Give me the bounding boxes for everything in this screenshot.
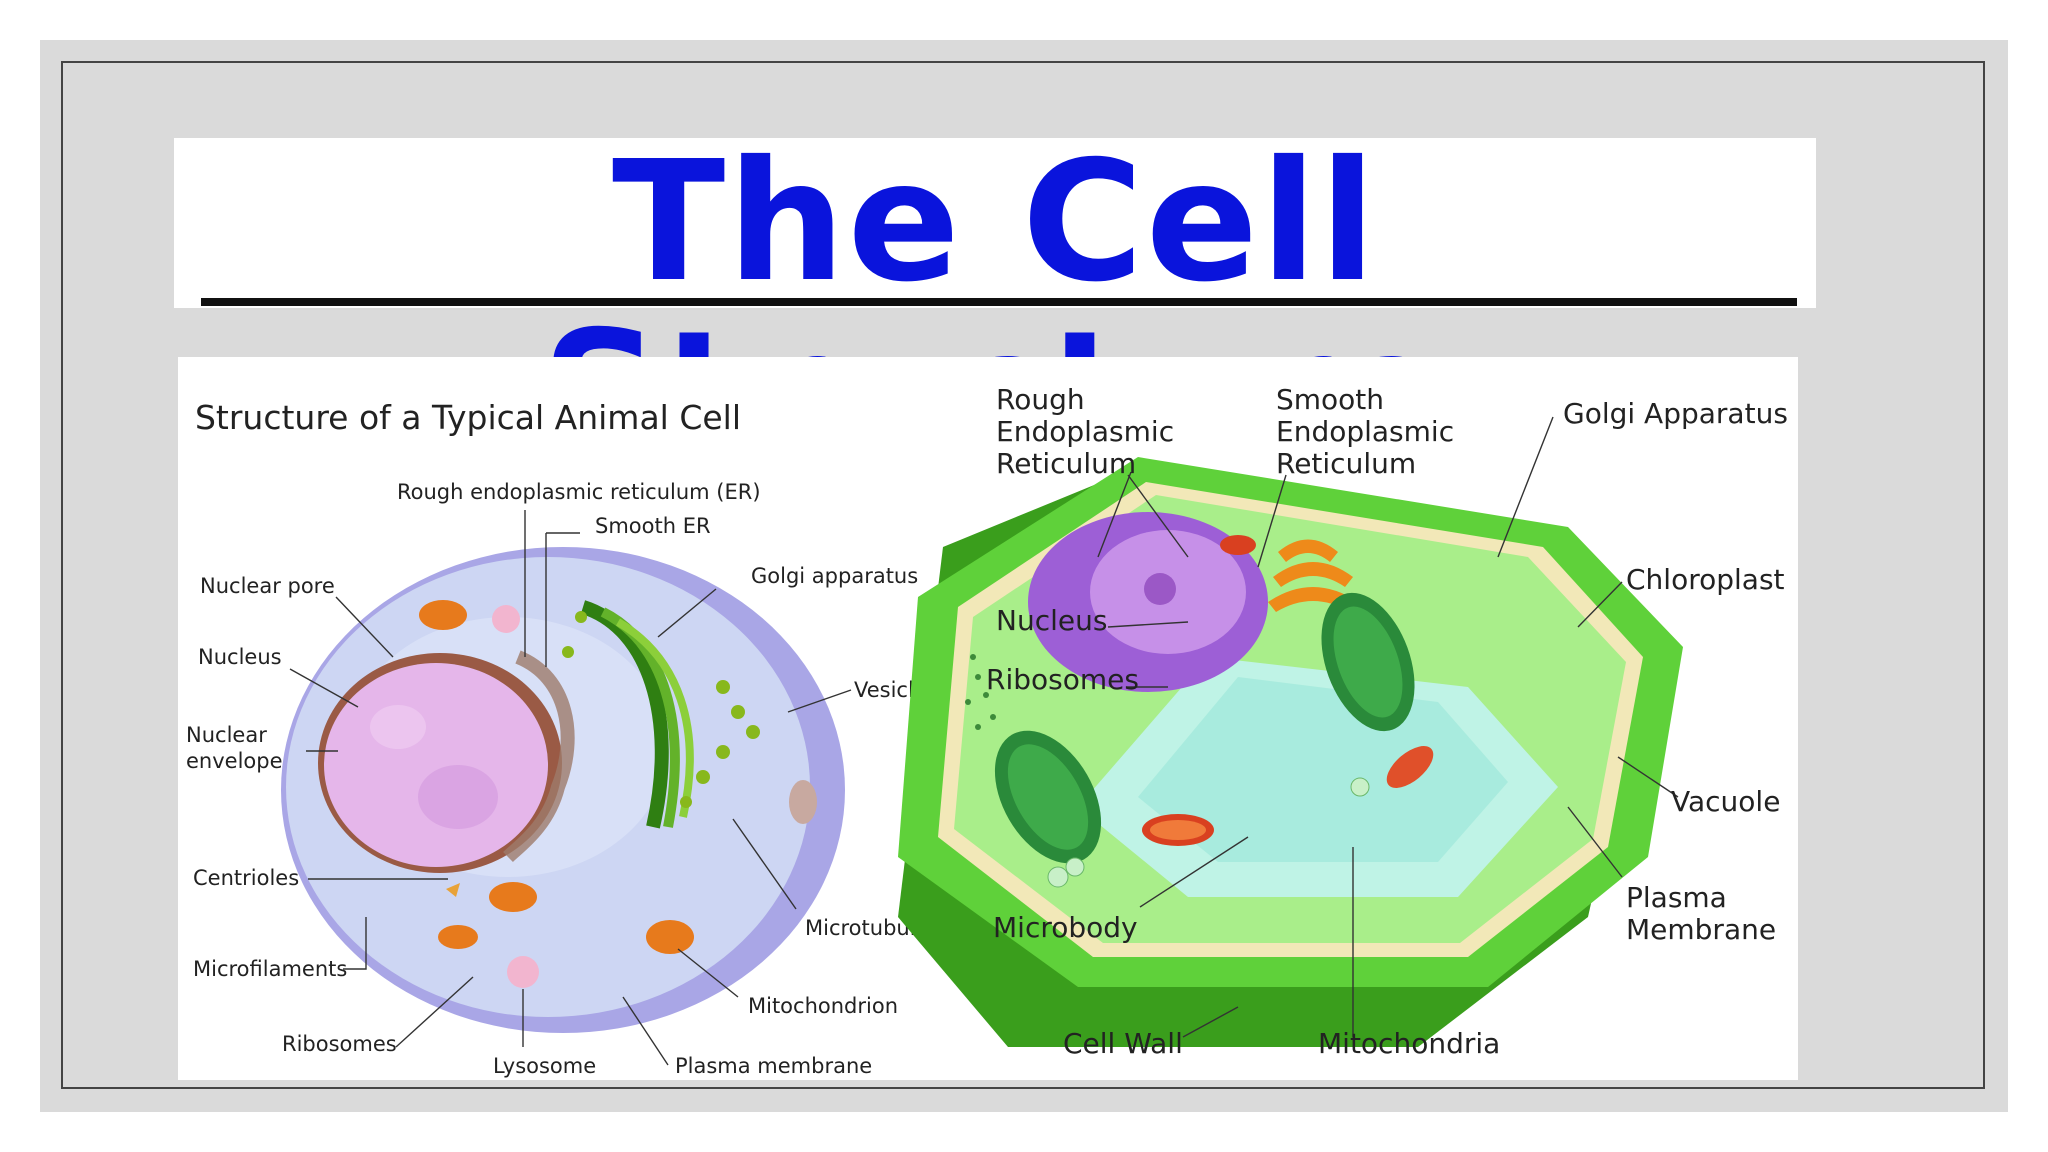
label-plant-chloroplast: Chloroplast	[1626, 563, 1785, 596]
label-plant-rough-er-line3: Reticulum	[996, 447, 1136, 480]
diagram-panel: Structure of a Typical Animal Cell Rough…	[178, 357, 1798, 1080]
plant-ribosomes	[965, 654, 996, 730]
label-centrioles: Centrioles	[193, 866, 299, 890]
animal-cell-illustration	[281, 547, 845, 1033]
animal-lysosome	[507, 956, 539, 988]
animal-nucleus	[324, 663, 548, 867]
label-lysosome: Lysosome	[493, 1054, 596, 1078]
label-plasma-membrane: Plasma membrane	[675, 1054, 872, 1078]
label-nuclear-envelope-line1: Nuclear	[186, 723, 267, 747]
plant-leader-lines	[1097, 416, 1679, 1038]
label-microfilaments: Microfilaments	[193, 957, 347, 981]
label-plant-smooth-er-line1: Smooth	[1276, 383, 1384, 416]
label-plant-rough-er-line2: Endoplasmic	[996, 415, 1174, 448]
label-plant-golgi: Golgi Apparatus	[1563, 397, 1788, 430]
label-nuclear-envelope-line2: envelope	[186, 749, 283, 773]
label-plant-rough-er-line1: Rough	[996, 383, 1085, 416]
label-mitochondrion: Mitochondrion	[748, 994, 898, 1018]
label-plant-plasma-membrane-line2: Membrane	[1626, 913, 1776, 946]
title-banner: The Cell Structure	[174, 138, 1816, 478]
label-smooth-er: Smooth ER	[595, 514, 711, 538]
plant-golgi	[1268, 539, 1358, 612]
label-plant-smooth-er-line3: Reticulum	[1276, 447, 1416, 480]
title-underline	[201, 298, 1797, 306]
label-plant-vacuole: Vacuole	[1671, 785, 1780, 818]
label-plant-nucleus: Nucleus	[996, 604, 1107, 637]
animal-mitochondria	[419, 600, 817, 954]
label-plant-mitochondria: Mitochondria	[1318, 1027, 1500, 1060]
label-plant-ribosomes: Ribosomes	[986, 663, 1139, 696]
label-ribosomes: Ribosomes	[282, 1032, 397, 1056]
label-plant-microbody: Microbody	[993, 911, 1138, 944]
animal-vesicles	[562, 611, 760, 808]
label-nucleus: Nucleus	[198, 645, 282, 669]
animal-lysosome-1	[492, 605, 520, 633]
label-plant-cell-wall: Cell Wall	[1063, 1027, 1183, 1060]
animal-centrioles	[446, 883, 460, 897]
cell-diagrams: Structure of a Typical Animal Cell Rough…	[186, 383, 1788, 1078]
label-golgi-apparatus: Golgi apparatus	[751, 564, 918, 588]
label-nuclear-pore: Nuclear pore	[200, 574, 335, 598]
animal-cell-heading: Structure of a Typical Animal Cell	[195, 398, 741, 437]
slide-border	[61, 61, 1985, 1089]
label-plant-plasma-membrane-line1: Plasma	[1626, 881, 1727, 914]
plant-cell-illustration	[898, 457, 1683, 1047]
label-rough-er: Rough endoplasmic reticulum (ER)	[397, 480, 761, 504]
label-plant-smooth-er-line2: Endoplasmic	[1276, 415, 1454, 448]
plant-microbody	[1047, 777, 1370, 888]
animal-leader-lines	[289, 510, 852, 1066]
